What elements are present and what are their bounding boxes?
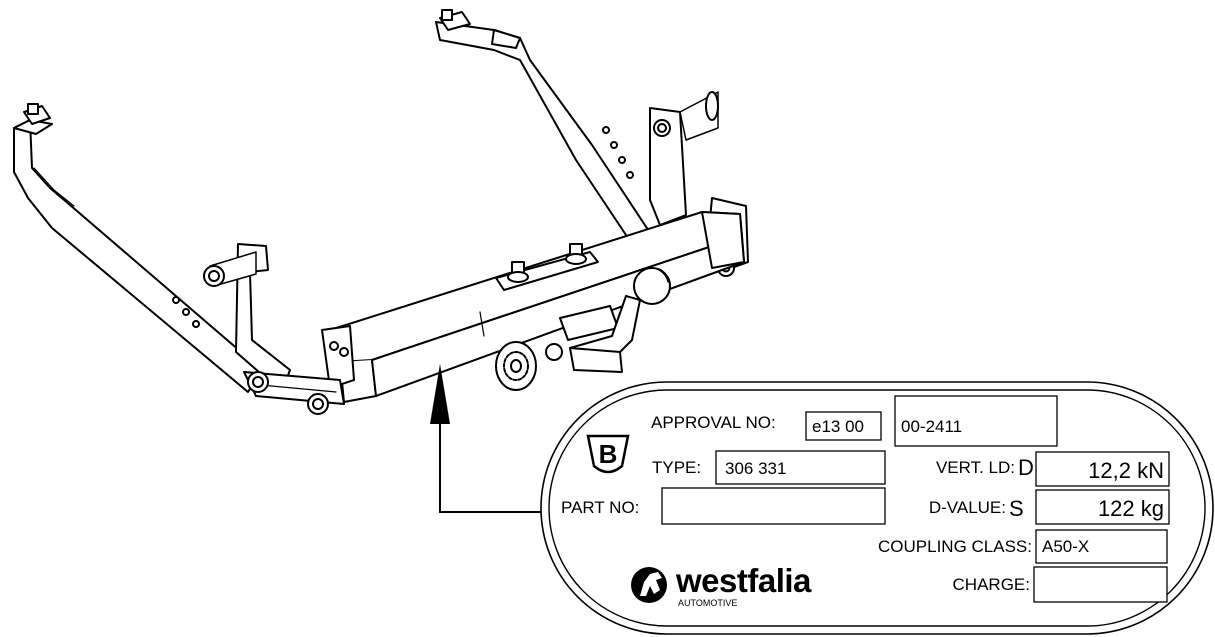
brand-mark-b: B	[586, 434, 630, 474]
towbar-illustration	[13, 9, 749, 415]
d-value-value: 122 kg	[1098, 496, 1164, 521]
type-value-box	[715, 450, 886, 485]
logo-subtitle: AUTOMOTIVE	[678, 598, 737, 608]
vert-ld-value: 12,2 kN	[1088, 458, 1164, 483]
coupling-class-label: COUPLING CLASS:	[878, 537, 1032, 556]
pointer-arrow	[430, 364, 544, 513]
left-mounting-arm	[13, 103, 263, 393]
part-no-field	[661, 487, 886, 525]
approval-no-label: APPROVAL NO:	[651, 413, 776, 432]
approval-code: e13 00	[812, 417, 864, 436]
coupling-class-value: A50-X	[1042, 537, 1089, 556]
part-no-label: PART NO:	[561, 498, 639, 517]
logo-wordmark: westfalia	[675, 562, 812, 599]
approval-number: 00-2411	[901, 417, 962, 436]
brand-mark-letter: B	[599, 439, 618, 469]
cross-beam	[329, 211, 745, 403]
approval-code-box	[805, 411, 882, 441]
approval-number-box	[894, 395, 1058, 447]
vert-ld-label: VERT. LD:	[936, 458, 1015, 477]
charge-field	[1033, 566, 1168, 603]
d-value-label: D-VALUE:	[929, 498, 1006, 517]
type-label: TYPE:	[652, 458, 701, 477]
left-side-bracket	[203, 243, 355, 415]
type-plate: B APPROVAL NO: e13 00 00-2411 TYPE: 306 …	[540, 381, 1214, 635]
charge-label: CHARGE:	[953, 575, 1030, 594]
d-value-box	[1035, 489, 1170, 525]
westfalia-logo: westfalia AUTOMOTIVE	[631, 562, 813, 608]
right-mounting-arm	[435, 9, 669, 269]
vert-ld-value-box	[1035, 451, 1170, 487]
vert-ld-symbol: D	[1018, 455, 1034, 480]
d-value-symbol: S	[1009, 496, 1024, 521]
coupling-class-box	[1035, 529, 1168, 564]
type-value: 306 331	[725, 459, 786, 478]
tow-ball-assembly	[495, 267, 671, 391]
